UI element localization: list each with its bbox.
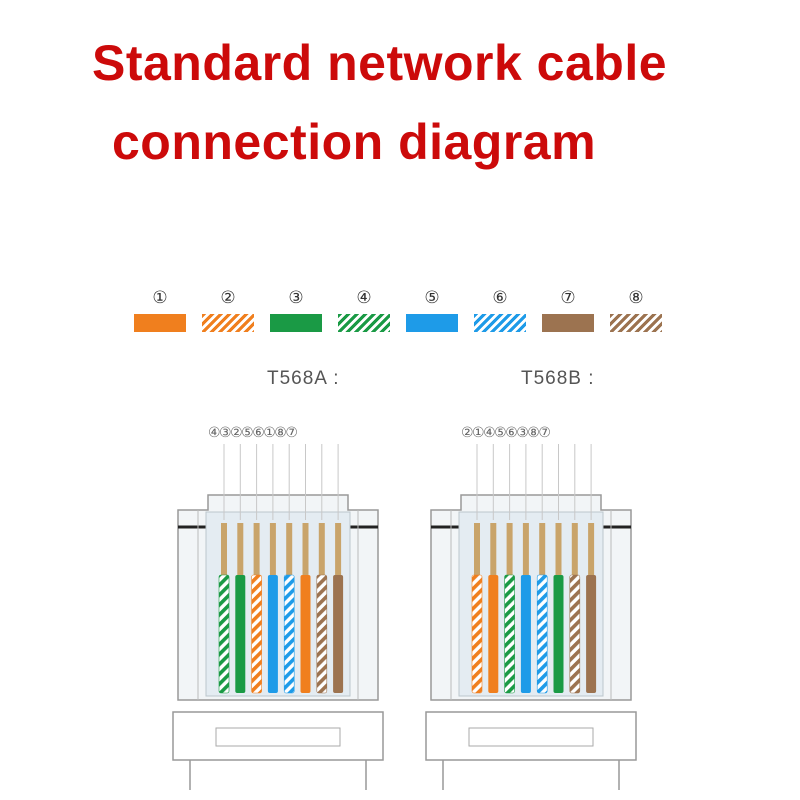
legend-number-6: ⑥: [492, 288, 508, 308]
legend-swatch-5: [406, 314, 458, 332]
gold-contact-pin: [474, 523, 480, 575]
t568b-connector: [425, 444, 637, 790]
gold-contact-pin: [555, 523, 562, 575]
wire-1: [300, 575, 311, 693]
wire-2: [471, 574, 483, 694]
legend-number-4: ④: [356, 288, 372, 308]
wire-3: [235, 575, 246, 693]
wire-2: [251, 574, 262, 694]
t568a-label: T568A :: [267, 368, 340, 389]
gold-contact-pin: [539, 523, 546, 575]
legend-number-1: ①: [152, 288, 168, 308]
legend-number-8: ⑧: [628, 288, 644, 308]
wire-8: [569, 574, 581, 694]
t568b-label: T568B :: [521, 368, 595, 389]
legend-swatch-6: [474, 314, 526, 332]
gold-contact-pin: [335, 523, 342, 575]
legend-number-2: ②: [220, 288, 236, 308]
gold-contact-pin: [490, 523, 497, 575]
legend-swatch-3: [270, 314, 322, 332]
t568a-pin-order: ④③②⑤⑥①⑧⑦: [208, 425, 298, 441]
legend-number-5: ⑤: [424, 288, 440, 308]
gold-contact-pin: [522, 523, 529, 575]
wire-6: [283, 574, 295, 694]
gold-contact-pin: [302, 523, 309, 575]
gold-contact-pin: [221, 523, 227, 575]
legend-swatch-7: [542, 314, 594, 332]
wire-1: [488, 575, 499, 693]
wire-5: [267, 575, 278, 693]
gold-contact-pin: [286, 523, 293, 575]
title-line-1: Standard network cable: [92, 35, 668, 91]
gold-contact-pin: [506, 523, 513, 575]
wire-4: [218, 574, 230, 694]
wire-8: [316, 574, 328, 694]
gold-contact-pin: [269, 523, 276, 575]
wire-3: [553, 575, 564, 693]
t568a-connector: [172, 444, 384, 790]
legend-swatch-1: [134, 314, 186, 332]
wire-4: [504, 574, 515, 694]
wire-6: [536, 574, 548, 694]
gold-contact-pin: [588, 523, 595, 575]
wire-7: [333, 575, 344, 693]
legend-number-3: ③: [288, 288, 304, 308]
legend-swatch-2: [202, 314, 254, 332]
gold-contact-pin: [253, 523, 260, 575]
wire-5: [520, 575, 531, 693]
gold-contact-pin: [571, 523, 578, 575]
legend-swatch-8: [610, 314, 662, 332]
legend-number-7: ⑦: [560, 288, 576, 308]
gold-contact-pin: [318, 523, 325, 575]
legend-swatch-4: [338, 314, 390, 332]
title-line-2: connection diagram: [112, 114, 597, 170]
wire-7: [586, 575, 597, 693]
gold-contact-pin: [237, 523, 244, 575]
t568b-pin-order: ②①④⑤⑥③⑧⑦: [461, 425, 551, 441]
